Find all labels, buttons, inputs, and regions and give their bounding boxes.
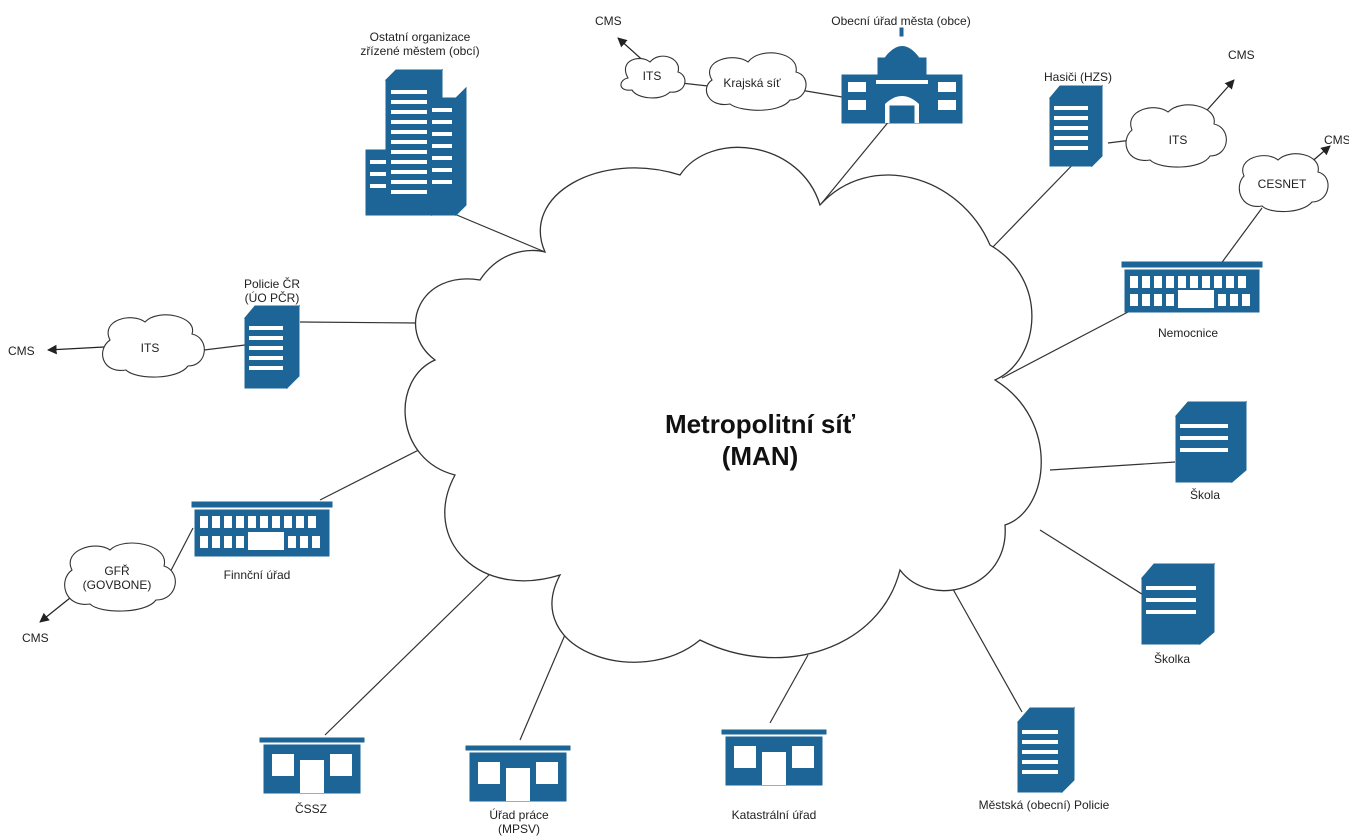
cms-label-gfr: CMS bbox=[22, 631, 49, 645]
cloud-cesnet bbox=[1238, 153, 1329, 213]
cms-label-policie: CMS bbox=[8, 344, 35, 358]
label-uradprace: Úřad práce (MPSV) bbox=[489, 808, 548, 836]
label-ostatni-line2: zřízené městem (obcí) bbox=[360, 44, 480, 58]
cloud-label-its-hasici: ITS bbox=[1168, 133, 1188, 147]
label-policie: Policie ČR (ÚO PČR) bbox=[244, 277, 300, 305]
cms-label-hasici: CMS bbox=[1228, 48, 1255, 62]
label-uradprace-line2: (MPSV) bbox=[498, 822, 540, 836]
link-hasici bbox=[989, 154, 1083, 251]
man-cloud bbox=[404, 146, 1042, 663]
label-nemocnice: Nemocnice bbox=[1157, 326, 1219, 340]
label-obecni: Obecní úřad města (obce) bbox=[831, 14, 971, 28]
link-its-policie bbox=[203, 344, 246, 351]
buildings bbox=[191, 27, 1263, 802]
label-policie-line2: (ÚO PČR) bbox=[244, 291, 300, 305]
building-skolka-icon bbox=[1140, 562, 1216, 646]
small-clouds bbox=[64, 52, 1329, 612]
link-cssz bbox=[324, 571, 493, 736]
cms-label-cesnet: CMS bbox=[1324, 133, 1349, 147]
label-uradprace-line1: Úřad práce bbox=[489, 808, 549, 822]
link-ostatni bbox=[451, 212, 546, 253]
cloud-label-gfr-line2: (GOVBONE) bbox=[82, 578, 152, 592]
cms-label-top: CMS bbox=[595, 14, 622, 28]
cloud-gfr bbox=[64, 542, 176, 612]
building-katastr-icon bbox=[721, 729, 827, 786]
building-financni-icon bbox=[191, 501, 333, 557]
cloud-its-top bbox=[620, 55, 686, 99]
label-katastr: Katastrální úřad bbox=[731, 808, 817, 822]
link-policie bbox=[299, 321, 419, 324]
label-mestska: Městská (obecní) Policie bbox=[978, 798, 1110, 812]
label-skolka: Školka bbox=[1153, 652, 1191, 666]
link-katastr bbox=[769, 654, 809, 724]
building-cssz-icon bbox=[259, 737, 365, 794]
building-nemocnice-icon bbox=[1121, 261, 1263, 313]
cloud-label-its-top: ITS bbox=[642, 69, 662, 83]
link-skola bbox=[1049, 461, 1176, 471]
label-financni: Finnční úřad bbox=[223, 568, 291, 582]
cloud-krajska bbox=[706, 52, 807, 111]
label-ostatni: Ostatní organizace zřízené městem (obcí) bbox=[360, 30, 479, 58]
cloud-label-krajska: Krajská síť bbox=[723, 76, 781, 90]
connections bbox=[164, 81, 1263, 741]
building-ostatni-icon bbox=[365, 68, 467, 217]
man-title-line1: Metropolitní síť bbox=[664, 409, 856, 439]
label-policie-line1: Policie ČR bbox=[243, 277, 301, 291]
cloud-label-gfr: GFŘ (GOVBONE) bbox=[83, 564, 152, 592]
building-obecni-icon bbox=[841, 27, 963, 124]
building-skola-icon bbox=[1174, 400, 1248, 484]
label-hasici: Hasiči (HZS) bbox=[1044, 70, 1112, 84]
building-policie-icon bbox=[243, 304, 301, 390]
arrow-cms-gfr bbox=[39, 597, 71, 623]
building-uradprace-icon bbox=[465, 745, 571, 802]
label-cssz: ČSSZ bbox=[294, 802, 328, 816]
building-mestska-icon bbox=[1016, 706, 1076, 794]
link-cesnet-nemocnice bbox=[1219, 207, 1263, 266]
building-hasici-icon bbox=[1048, 84, 1104, 168]
cloud-label-cesnet: CESNET bbox=[1257, 177, 1307, 191]
label-ostatni-line1: Ostatní organizace bbox=[369, 30, 471, 44]
link-skolka bbox=[1039, 529, 1146, 597]
link-nemocnice bbox=[1001, 311, 1129, 379]
cloud-label-its-policie: ITS bbox=[140, 341, 160, 355]
link-mestska bbox=[944, 574, 1023, 713]
man-title-line2: (MAN) bbox=[721, 441, 799, 471]
label-skola: Škola bbox=[1189, 488, 1221, 502]
arrow-cms-policie bbox=[47, 344, 105, 355]
cloud-its-hasici bbox=[1125, 104, 1227, 168]
cloud-its-policie bbox=[102, 314, 205, 378]
cloud-label-gfr-line1: GFŘ bbox=[104, 564, 130, 578]
man-title: Metropolitní síť (MAN) bbox=[665, 408, 855, 472]
